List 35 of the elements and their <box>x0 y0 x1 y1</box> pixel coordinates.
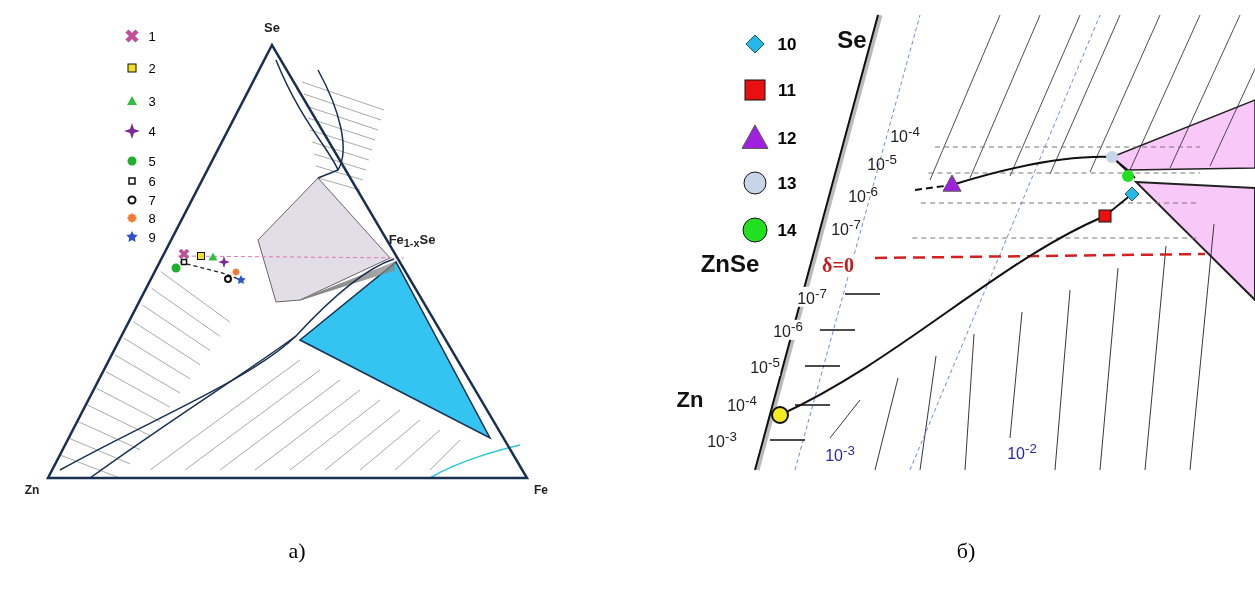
legend-label: 9 <box>148 230 156 244</box>
legend-label: 11 <box>778 81 796 99</box>
legend-label: 12 <box>777 129 797 147</box>
legend-label: 2 <box>148 61 156 75</box>
legend-label: 5 <box>148 154 156 168</box>
legend-label: 3 <box>148 94 156 108</box>
panel-label: б) <box>956 540 976 562</box>
legend-label: 8 <box>148 211 156 225</box>
legend-label: 13 <box>777 174 797 192</box>
tick-label: 10$^{-3}$ <box>707 429 737 451</box>
legend-label: 1 <box>148 29 156 43</box>
vertex-label: Se <box>264 20 280 34</box>
legend-label: 6 <box>148 174 156 188</box>
panel-label: a) <box>288 540 306 562</box>
tick-label: 10$^{-4}$ <box>727 393 757 415</box>
tick-label: 10$^{-6}$ <box>773 319 803 341</box>
axis-label: Zn <box>676 389 704 411</box>
phase-label: ZnSe <box>700 252 760 276</box>
legend-label: 4 <box>148 124 156 138</box>
tick-label: 10$^{-2}$ <box>1007 441 1037 463</box>
vertex-label: Zn <box>24 484 40 496</box>
tick-label: 10$^{-6}$ <box>848 184 878 206</box>
tick-label: 10$^{-4}$ <box>890 124 920 146</box>
vertex-label: Fe <box>534 484 548 496</box>
line-label: δ=0 <box>822 255 854 275</box>
tick-label: 10$^{-7}$ <box>831 217 861 239</box>
tick-label: 10$^{-7}$ <box>797 286 827 308</box>
legend-label: 14 <box>777 221 797 239</box>
legend-label: 10 <box>777 35 797 53</box>
tick-label: 10$^{-3}$ <box>825 443 855 465</box>
vertex-label: Fe$_{1-x}$Se <box>388 232 436 250</box>
legend-label: 7 <box>148 193 156 207</box>
tick-label: 10$^{-5}$ <box>750 355 780 377</box>
axis-label: Se <box>837 28 867 52</box>
tick-label: 10$^{-5}$ <box>867 152 897 174</box>
